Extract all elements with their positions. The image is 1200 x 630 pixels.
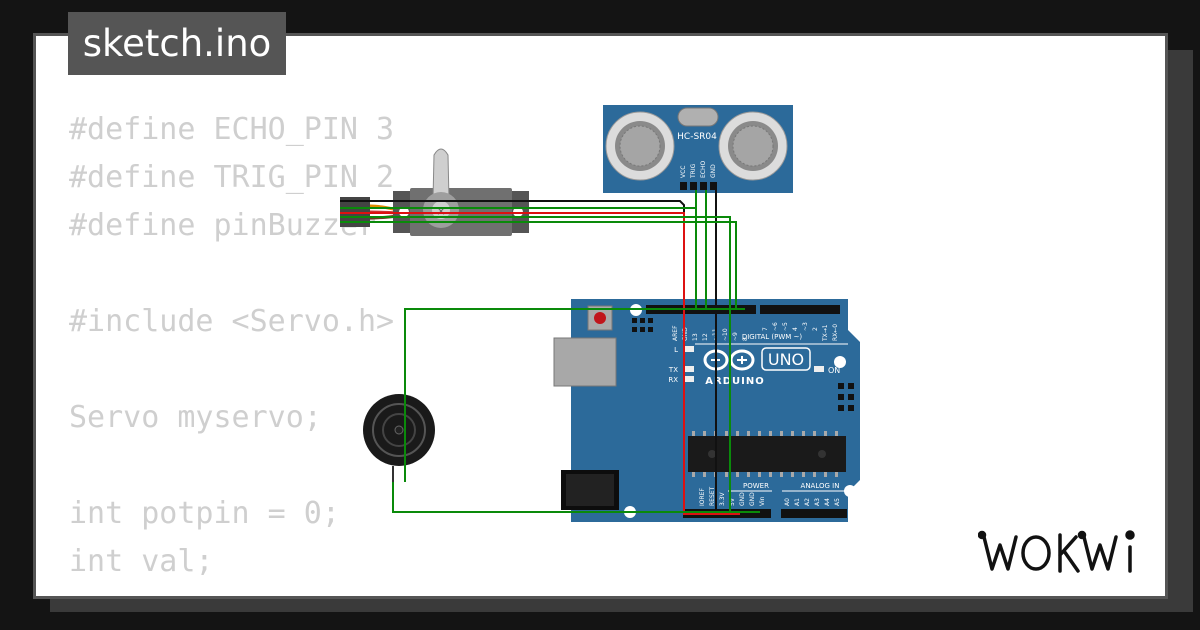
power-pin-label: 5V	[729, 497, 736, 506]
led-l	[684, 346, 694, 352]
analog-pin-label: A1	[794, 498, 801, 506]
analog-pin-label: A4	[824, 498, 831, 506]
digital-pin-label: ~6	[772, 322, 779, 331]
sensor-pin-label: TRIG	[690, 163, 697, 179]
code-preview: #define ECHO_PIN 3 #define TRIG_PIN 2 #d…	[69, 106, 394, 586]
sensor-pin-label: GND	[710, 164, 717, 178]
led-tx	[684, 366, 694, 372]
usb-port	[553, 337, 617, 387]
arduino-uno-board[interactable]: AREF GND 13 12 ~11 ~10 ~9 8 7 ~6 ~5 4 ~3…	[553, 299, 860, 522]
reset-button[interactable]	[594, 312, 606, 324]
board-model-label: UNO	[768, 350, 804, 369]
digital-pin-label: ~9	[732, 332, 739, 341]
code-line: #define TRIG_PIN 2	[69, 160, 395, 195]
digital-pin-label: 2	[812, 327, 819, 331]
filename-label: sketch.ino	[82, 22, 272, 65]
digital-pin-label: ~10	[722, 328, 729, 341]
power-pin-label: IOREF	[699, 488, 706, 506]
code-line: #define pinBuzzer	[69, 208, 377, 243]
power-pin-label: Vin	[759, 496, 766, 506]
digital-pin-label: ~3	[802, 322, 809, 331]
digital-pin-label: TX→1	[822, 324, 829, 342]
power-pin-label: GND	[739, 492, 746, 506]
wokwi-logo-icon	[978, 530, 1135, 573]
analog-pin-label: A2	[804, 498, 811, 506]
ultrasonic-sensor[interactable]: HC-SR04 VCC TRIG ECHO GND	[603, 105, 793, 193]
power-pin-label: GND	[749, 492, 756, 506]
code-line: Servo myservo;	[69, 400, 322, 435]
digital-pin-label: ~5	[782, 322, 789, 331]
analog-pin-label: A3	[814, 498, 821, 506]
filename-tab[interactable]: sketch.ino	[68, 12, 286, 75]
code-line: int potpin = 0;	[69, 496, 340, 531]
servo-screw-icon: ×	[436, 204, 446, 218]
analog-header-label: ANALOG IN	[801, 482, 840, 490]
board-brand-label: ARDUINO	[705, 376, 764, 387]
analog-pin-label: A5	[834, 498, 841, 506]
code-line: #define ECHO_PIN 3	[69, 112, 395, 147]
digital-pin-label: GND	[682, 327, 689, 341]
buzzer[interactable]	[363, 394, 435, 482]
power-pin-label: 3.3V	[719, 491, 726, 506]
power-pin-label: RESET	[709, 486, 716, 506]
sensor-pin-label: ECHO	[700, 161, 707, 178]
digital-pin-label: 13	[692, 333, 699, 341]
code-line: int val;	[69, 544, 214, 579]
digital-pin-label: RX←0	[832, 324, 839, 341]
digital-pin-label: 7	[762, 327, 769, 331]
power-header-label: POWER	[743, 482, 769, 490]
led-on-label: ON	[828, 366, 840, 375]
sensor-model-label: HC-SR04	[677, 132, 717, 142]
led-l-label: L	[674, 346, 678, 354]
analog-pin-label: A0	[784, 498, 791, 506]
digital-pin-label: 8	[742, 337, 749, 341]
digital-pin-label: AREF	[672, 325, 679, 341]
analog-header	[781, 509, 847, 518]
digital-pin-label: 12	[702, 333, 709, 341]
digital-header-label: DIGITAL (PWM ~)	[742, 333, 803, 341]
led-rx	[684, 376, 694, 382]
sensor-pin-label: VCC	[680, 166, 687, 178]
led-tx-label: TX	[668, 366, 678, 374]
digital-pin-label: 4	[792, 327, 799, 331]
wires	[340, 190, 760, 515]
led-rx-label: RX	[668, 376, 678, 384]
digital-header-right	[760, 305, 840, 314]
led-on	[814, 366, 824, 372]
code-line: #include <Servo.h>	[69, 304, 395, 339]
